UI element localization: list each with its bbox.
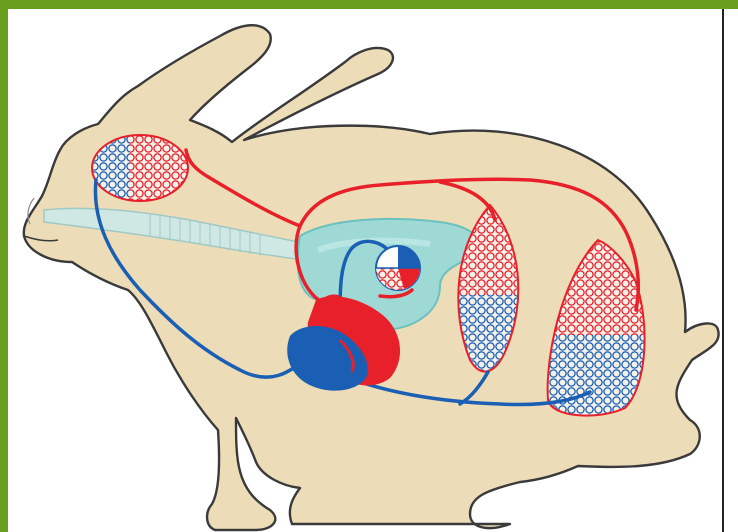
frame-right-rule	[722, 9, 724, 532]
lung-gas-exchange	[376, 246, 420, 290]
frame-left-bar	[0, 0, 8, 532]
frame-top-bar	[0, 0, 738, 9]
